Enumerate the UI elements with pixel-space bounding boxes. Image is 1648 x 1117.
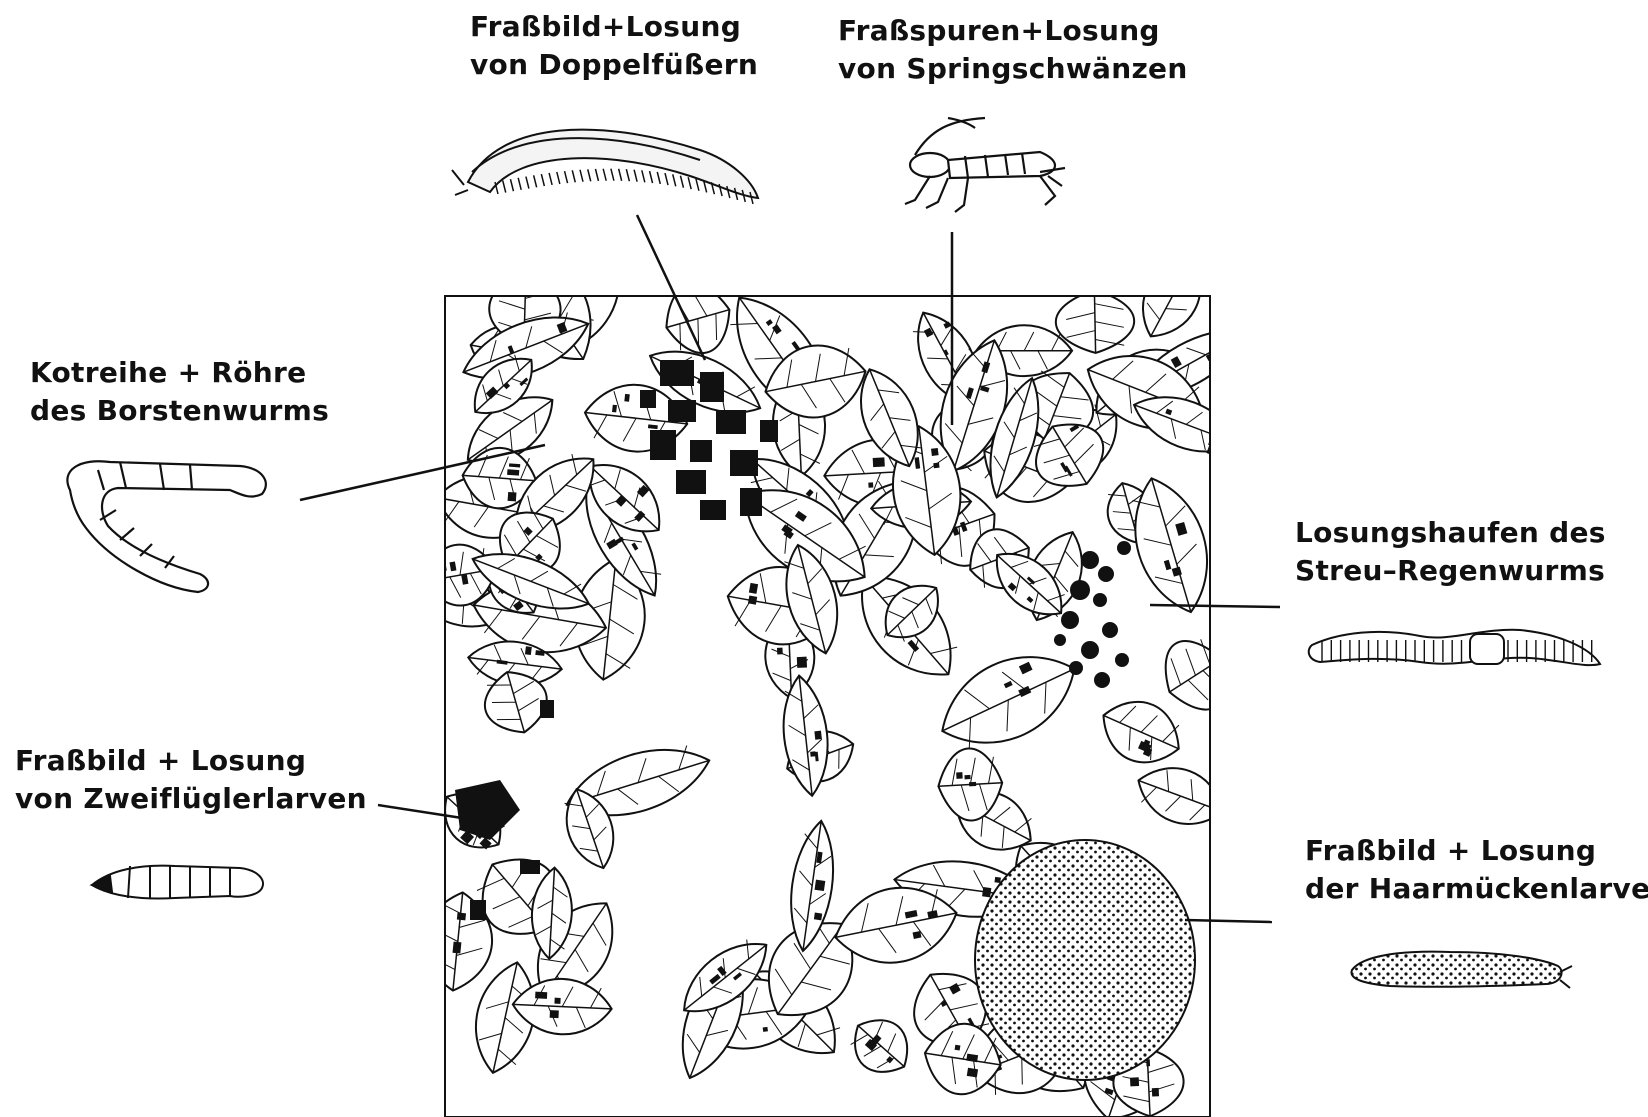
millipede-icon: [452, 130, 758, 204]
label-diplopoda: Fraßbild+Losung von Doppelfüßern: [470, 8, 758, 84]
millipede-leg: [572, 170, 575, 182]
millipede-leg: [688, 177, 691, 189]
millipede-leg: [518, 178, 521, 190]
label-enchytraeid-line2: des Borstenwurms: [30, 392, 329, 430]
leaf-litter-panel: [387, 220, 1257, 1117]
millipede-leg: [619, 169, 622, 181]
millipede-leg: [634, 170, 637, 182]
label-diplopoda-line2: von Doppelfüßern: [470, 46, 758, 84]
label-enchytraeid: Kotreihe + Röhre des Borstenwurms: [30, 354, 329, 430]
label-bibionid-line1: Fraßbild + Losung: [1305, 832, 1648, 870]
millipede-leg: [588, 169, 591, 181]
label-collembola-line1: Fraßspuren+Losung: [838, 12, 1188, 50]
label-collembola-line2: von Springschwänzen: [838, 50, 1188, 88]
millipede-leg: [526, 177, 529, 189]
millipede-leg: [580, 170, 583, 182]
millipede-leg: [650, 171, 653, 183]
millipede-leg: [611, 169, 614, 181]
millipede-leg: [503, 181, 506, 193]
millipede-leg: [534, 175, 537, 187]
label-diptera-line2: von Zweiflüglerlarven: [15, 780, 367, 818]
millipede-leg: [510, 179, 513, 191]
millipede-leg: [642, 170, 645, 182]
label-bibionid-line2: der Haarmückenlarve: [1305, 870, 1648, 908]
label-enchytraeid-line1: Kotreihe + Röhre: [30, 354, 329, 392]
millipede-leg: [603, 169, 606, 181]
earthworm-icon: [1309, 630, 1600, 665]
millipede-leg: [673, 174, 676, 186]
fly-larva-icon: [92, 865, 263, 899]
bibionid-frass-heap: [975, 840, 1195, 1080]
label-earthworm-line2: Streu–Regenwurms: [1295, 552, 1606, 590]
label-diptera: Fraßbild + Losung von Zweiflüglerlarven: [15, 742, 367, 818]
millipede-leg: [680, 176, 683, 188]
millipede-leg: [541, 174, 544, 186]
label-diplopoda-line1: Fraßbild+Losung: [470, 8, 758, 46]
millipede-leg: [549, 173, 552, 185]
millipede-leg: [557, 172, 560, 184]
millipede-leg: [626, 169, 629, 181]
springtail-icon: [905, 118, 1065, 212]
millipede-leg: [696, 179, 699, 191]
millipede-leg: [595, 169, 598, 181]
potworm-icon: [67, 461, 265, 592]
label-collembola: Fraßspuren+Losung von Springschwänzen: [838, 12, 1188, 88]
millipede-leg: [565, 171, 568, 183]
millipede-leg: [657, 172, 660, 184]
millipede-leg: [665, 173, 668, 185]
label-earthworm-line1: Losungshaufen des: [1295, 514, 1606, 552]
label-earthworm: Losungshaufen des Streu–Regenwurms: [1295, 514, 1606, 590]
label-diptera-line1: Fraßbild + Losung: [15, 742, 367, 780]
label-bibionid: Fraßbild + Losung der Haarmückenlarve: [1305, 832, 1648, 908]
bibionid-larva-icon: [1351, 952, 1572, 988]
